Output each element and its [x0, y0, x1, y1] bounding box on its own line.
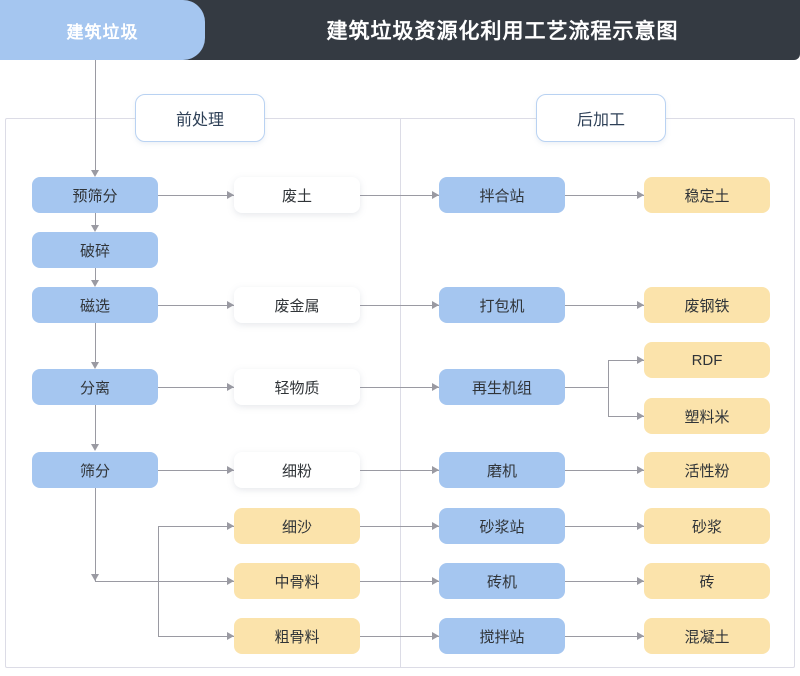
connector-magnetic-to-wastemetal: [158, 305, 234, 306]
node-mixing-station[interactable]: 拌合站: [439, 177, 565, 213]
node-mortar[interactable]: 砂浆: [644, 508, 770, 544]
arrow-midagg-to-brickmachine: [432, 577, 439, 585]
arrow-regenunit-to-rdf: [637, 356, 644, 364]
connector-finepowder-to-mill: [360, 470, 439, 471]
node-fine-powder[interactable]: 细粉: [234, 452, 360, 488]
connector-aggregate-riser: [158, 526, 159, 636]
arrow-mortarstation-to-mortar: [637, 522, 644, 530]
node-fine-sand[interactable]: 细沙: [234, 508, 360, 544]
section-label-postprocessing: 后加工: [536, 94, 666, 142]
connector-wastesoil-to-mixingstation: [360, 195, 439, 196]
connector-regenunit-trunk: [565, 387, 608, 388]
arrow-mill-to-activepowder: [637, 466, 644, 474]
connector-coarseagg-to-concreteplant: [360, 636, 439, 637]
arrow-separate-to-screen: [91, 444, 99, 451]
arrow-screen-to-finepowder: [227, 466, 234, 474]
panel-vertical-divider: [400, 118, 401, 668]
connector-prescreen-to-wastesoil: [158, 195, 234, 196]
connector-mill-to-activepowder: [565, 470, 644, 471]
node-active-powder[interactable]: 活性粉: [644, 452, 770, 488]
connector-to-coarse-aggregate: [158, 636, 234, 637]
connector-crush-to-magnetic: [95, 268, 96, 280]
connector-to-fine-sand: [158, 526, 234, 527]
connector-screen-down: [95, 488, 96, 581]
node-mid-aggregate[interactable]: 中骨料: [234, 563, 360, 599]
connector-mortarstation-to-mortar: [565, 526, 644, 527]
node-crush[interactable]: 破碎: [32, 232, 158, 268]
node-rdf[interactable]: RDF: [644, 342, 770, 378]
arrow-coarseagg-to-concreteplant: [432, 632, 439, 640]
node-concrete[interactable]: 混凝土: [644, 618, 770, 654]
connector-separate-to-lightmatter: [158, 387, 234, 388]
section-label-pretreatment: 前处理: [135, 94, 265, 142]
node-brick[interactable]: 砖: [644, 563, 770, 599]
arrow-baler-to-scrapsteel: [637, 301, 644, 309]
connector-regenunit-to-rdf: [608, 360, 644, 361]
node-plastic-pellet[interactable]: 塑料米: [644, 398, 770, 434]
arrow-separate-to-lightmatter: [227, 383, 234, 391]
node-pre-screen[interactable]: 预筛分: [32, 177, 158, 213]
arrow-finesand-to-mortarstation: [432, 522, 439, 530]
arrow-magnetic-to-wastemetal: [227, 301, 234, 309]
connector-tab-to-prescreen: [95, 60, 96, 170]
node-regeneration-unit[interactable]: 再生机组: [439, 369, 565, 405]
page-title: 建筑垃圾资源化利用工艺流程示意图: [326, 20, 679, 43]
arrow-crush-to-magnetic: [91, 280, 99, 287]
arrow-wastemetal-to-baler: [432, 301, 439, 309]
arrow-prescreen-to-wastesoil: [227, 191, 234, 199]
connector-finesand-to-mortarstation: [360, 526, 439, 527]
connector-baler-to-scrapsteel: [565, 305, 644, 306]
node-scrap-steel[interactable]: 废钢铁: [644, 287, 770, 323]
node-mortar-station[interactable]: 砂浆站: [439, 508, 565, 544]
arrow-concreteplant-to-concrete: [637, 632, 644, 640]
node-concrete-plant[interactable]: 搅拌站: [439, 618, 565, 654]
connector-regenunit-to-plasticpellet: [608, 416, 644, 417]
connector-magnetic-to-separate: [95, 323, 96, 362]
connector-midagg-to-brickmachine: [360, 581, 439, 582]
connector-regenunit-riser: [608, 360, 609, 416]
header-tab-construction-waste[interactable]: 建筑垃圾: [0, 0, 205, 60]
arrow-screen-down: [91, 574, 99, 581]
node-magnetic-separation[interactable]: 磁选: [32, 287, 158, 323]
arrow-prescreen-to-crush: [91, 225, 99, 232]
arrow-to-fine-sand: [227, 522, 234, 530]
arrow-mixingstation-to-stabilizedsoil: [637, 191, 644, 199]
node-coarse-aggregate[interactable]: 粗骨料: [234, 618, 360, 654]
connector-prescreen-to-crush: [95, 213, 96, 225]
connector-lightmatter-to-regenunit: [360, 387, 439, 388]
arrow-finepowder-to-mill: [432, 466, 439, 474]
node-waste-soil[interactable]: 废土: [234, 177, 360, 213]
node-waste-metal[interactable]: 废金属: [234, 287, 360, 323]
connector-screen-to-aggregates: [95, 581, 234, 582]
arrow-regenunit-to-plasticpellet: [637, 412, 644, 420]
connector-mixingstation-to-stabilizedsoil: [565, 195, 644, 196]
node-light-matter[interactable]: 轻物质: [234, 369, 360, 405]
connector-brickmachine-to-brick: [565, 581, 644, 582]
connector-screen-to-finepowder: [158, 470, 234, 471]
arrow-brickmachine-to-brick: [637, 577, 644, 585]
arrow-to-mid-aggregate: [227, 577, 234, 585]
arrow-wastesoil-to-mixingstation: [432, 191, 439, 199]
arrow-tab-to-prescreen: [91, 170, 99, 177]
arrow-to-coarse-aggregate: [227, 632, 234, 640]
node-separation[interactable]: 分离: [32, 369, 158, 405]
node-brick-machine[interactable]: 砖机: [439, 563, 565, 599]
node-mill[interactable]: 磨机: [439, 452, 565, 488]
connector-concreteplant-to-concrete: [565, 636, 644, 637]
connector-separate-to-screen: [95, 405, 96, 444]
node-stabilized-soil[interactable]: 稳定土: [644, 177, 770, 213]
node-screening[interactable]: 筛分: [32, 452, 158, 488]
node-baler[interactable]: 打包机: [439, 287, 565, 323]
arrow-lightmatter-to-regenunit: [432, 383, 439, 391]
arrow-magnetic-to-separate: [91, 362, 99, 369]
connector-wastemetal-to-baler: [360, 305, 439, 306]
